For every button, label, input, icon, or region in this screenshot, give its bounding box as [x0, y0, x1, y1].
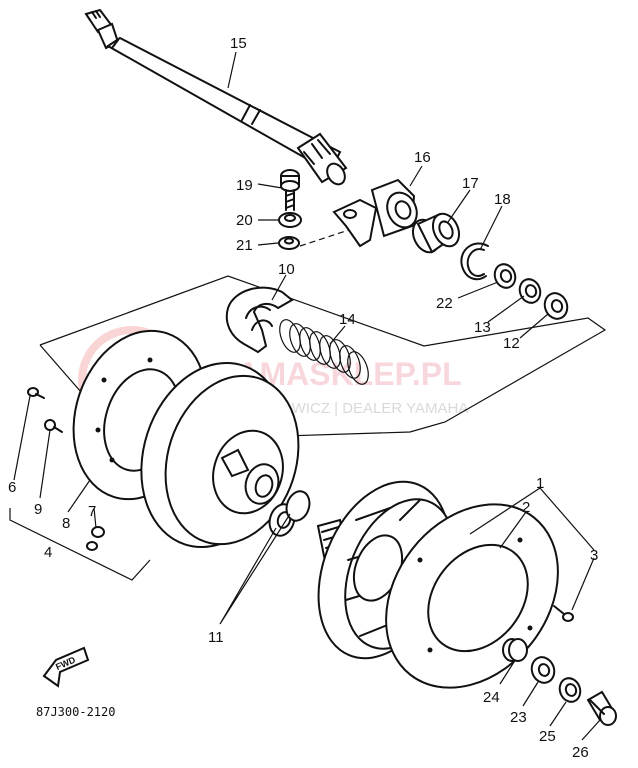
- bearing-housing: [332, 178, 418, 248]
- part-labels: 15 16 17 18 19 20 21 10 14 22 13 12 1 2 …: [8, 35, 598, 761]
- label-3: 3: [590, 547, 598, 564]
- bolt: [280, 169, 300, 211]
- label-16: 16: [414, 149, 431, 166]
- sheave-bolt: [44, 419, 63, 433]
- label-2: 2: [522, 499, 530, 516]
- washer-25: [558, 677, 582, 703]
- label-4: 4: [44, 544, 52, 561]
- weight-pin: [86, 526, 105, 551]
- lock-washer: [278, 236, 300, 250]
- label-26: 26: [572, 744, 589, 761]
- collar: [502, 638, 528, 662]
- label-19: 19: [236, 177, 253, 194]
- label-25: 25: [539, 728, 556, 745]
- label-9: 9: [34, 501, 42, 518]
- torque-cam: [225, 286, 294, 354]
- label-8: 8: [62, 515, 70, 532]
- label-22: 22: [436, 295, 453, 312]
- bolt-leader: [299, 227, 356, 247]
- cover-screw: [553, 605, 574, 622]
- movable-sheave: [140, 362, 300, 548]
- washer: [278, 212, 302, 228]
- spacer-washer: [493, 263, 517, 289]
- label-18: 18: [494, 191, 511, 208]
- sheave-bushing: [268, 490, 311, 537]
- label-15: 15: [230, 35, 247, 52]
- compression-spring: [279, 319, 369, 385]
- label-17: 17: [462, 175, 479, 192]
- thrust-washer: [518, 278, 542, 304]
- washer-23: [530, 656, 556, 684]
- label-24: 24: [483, 689, 500, 706]
- label-1: 1: [536, 475, 544, 492]
- label-21: 21: [236, 237, 253, 254]
- forward-arrow-icon: FWD: [42, 646, 90, 688]
- shaft: [84, 8, 348, 186]
- leader-lines: [9, 51, 601, 741]
- sheave-screw: [27, 387, 45, 399]
- label-11: 11: [208, 629, 224, 646]
- label-6: 6: [8, 479, 16, 496]
- label-13: 13: [474, 319, 491, 336]
- circlip: [460, 242, 489, 281]
- label-14: 14: [339, 311, 356, 328]
- label-10: 10: [278, 261, 295, 278]
- label-12: 12: [503, 335, 520, 352]
- label-7: 7: [88, 503, 96, 520]
- label-23: 23: [510, 709, 527, 726]
- label-20: 20: [236, 212, 253, 229]
- flange-bolt: [586, 690, 617, 726]
- plain-washer: [543, 292, 569, 320]
- bearing: [411, 212, 461, 254]
- drawing-code: 87J300-2120: [36, 705, 115, 719]
